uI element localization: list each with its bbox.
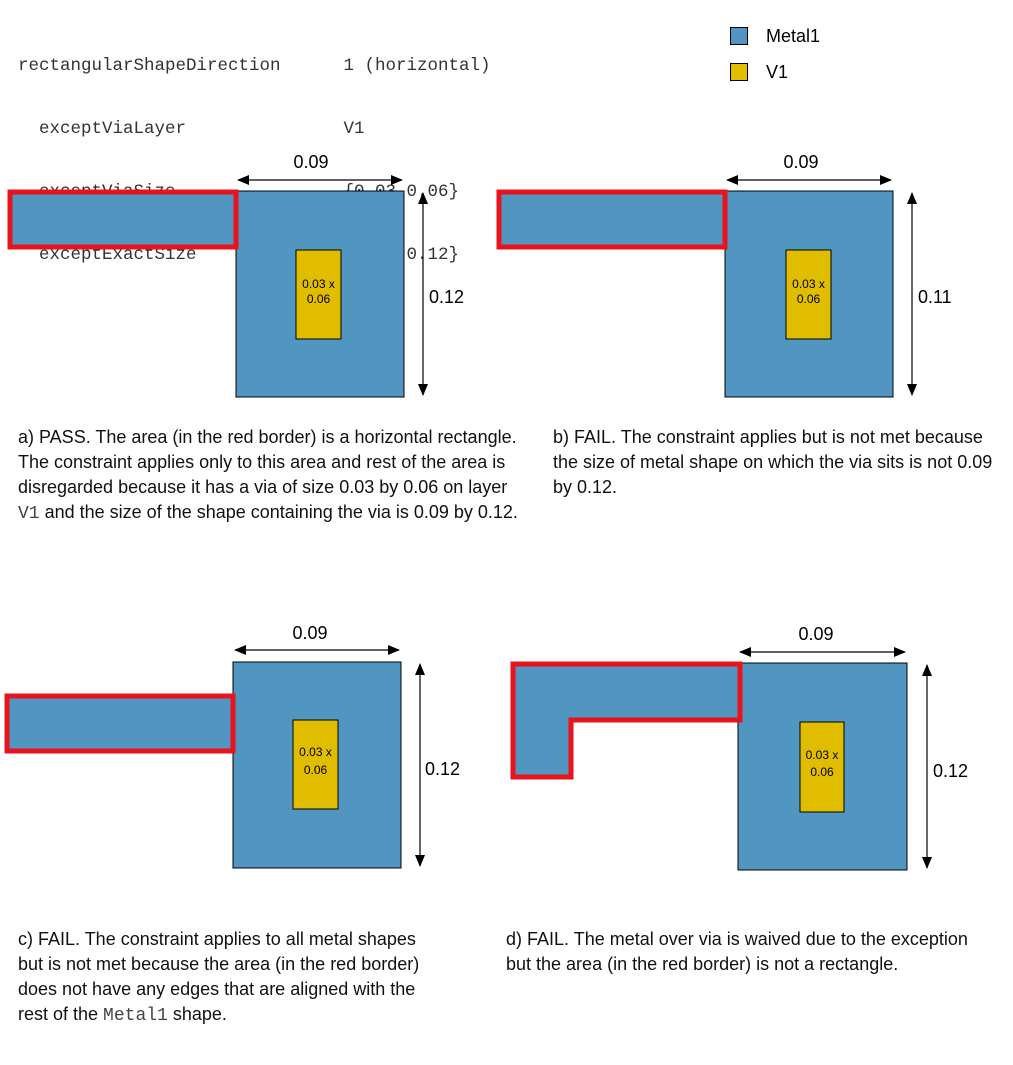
via-label-line1: 0.03 x: [792, 277, 825, 291]
legend-item-metal1: Metal1: [730, 18, 820, 54]
red-border: [7, 189, 239, 250]
via-label-line1: 0.03 x: [302, 277, 335, 291]
via-label-line2: 0.06: [304, 763, 328, 777]
width-label: 0.09: [292, 623, 327, 643]
code-v1: V1: [18, 504, 40, 524]
height-label: 0.12: [933, 761, 968, 781]
legend: Metal1 V1: [730, 18, 820, 90]
via-label-line2: 0.06: [797, 292, 821, 306]
height-label: 0.12: [425, 759, 460, 779]
via-label-line2: 0.06: [810, 765, 834, 779]
via-label-line1: 0.03 x: [299, 745, 332, 759]
caption-b: b) FAIL. The constraint applies but is n…: [553, 427, 993, 497]
caption-d: d) FAIL. The metal over via is waived du…: [506, 929, 968, 974]
legend-label-metal1: Metal1: [766, 25, 821, 46]
panel-b: 0.03 x 0.06 0.09 0.11: [496, 152, 952, 398]
red-border: [510, 661, 743, 780]
via: [785, 249, 832, 340]
legend-item-v1: V1: [730, 54, 820, 90]
height-label: 0.12: [429, 287, 464, 307]
code-line-direction: rectangularShapeDirection 1 (horizontal): [18, 56, 491, 76]
metal-wire: [10, 192, 236, 247]
via: [292, 719, 339, 810]
width-label: 0.09: [783, 152, 818, 172]
panel-a: 0.03 x 0.06 0.09 0.12: [7, 152, 464, 398]
metal1-swatch: [730, 27, 748, 45]
metal-wire: [7, 696, 233, 751]
caption-a: a) PASS. The area (in the red border) is…: [18, 427, 518, 524]
v1-swatch: [730, 63, 748, 81]
via-label-line2: 0.06: [307, 292, 331, 306]
metal-square: [235, 190, 405, 398]
width-label: 0.09: [293, 152, 328, 172]
red-border: [4, 693, 236, 754]
code-line-via-layer: exceptViaLayer V1: [18, 119, 365, 139]
width-label: 0.09: [798, 624, 833, 644]
red-border: [496, 189, 728, 250]
height-label: 0.11: [918, 287, 952, 307]
code-metal1: Metal1: [103, 1006, 168, 1026]
panel-d: 0.03 x 0.06 0.09 0.12: [510, 624, 968, 871]
via-label-line1: 0.03 x: [806, 748, 839, 762]
via: [799, 721, 845, 813]
panel-c: 0.03 x 0.06 0.09 0.12: [4, 623, 460, 869]
legend-label-v1: V1: [766, 61, 789, 82]
via: [295, 249, 342, 340]
caption-c: c) FAIL. The constraint applies to all m…: [18, 929, 420, 1026]
metal-wire: [499, 192, 725, 247]
